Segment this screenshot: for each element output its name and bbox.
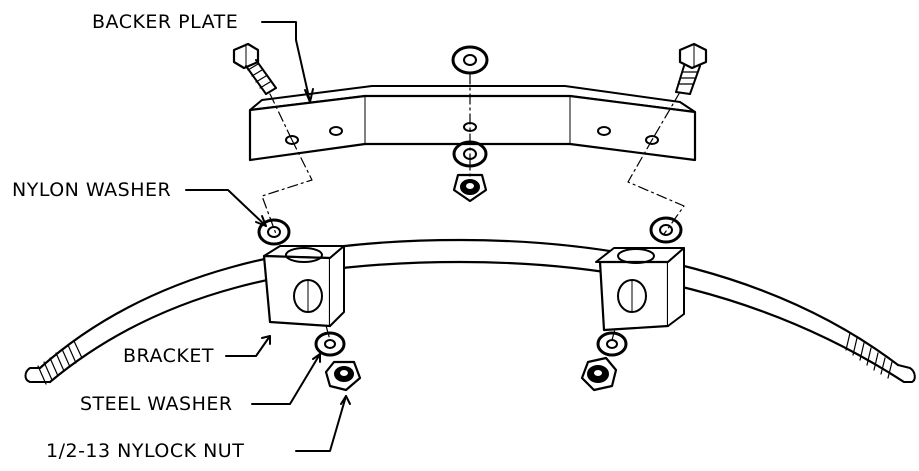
right-bolt	[675, 42, 708, 95]
curved-tube	[24, 238, 916, 385]
plate-hole	[329, 126, 343, 136]
right-steel-washer	[596, 331, 628, 357]
steel-washer-leader	[251, 353, 321, 405]
nylock-nut-arrow	[340, 395, 351, 405]
left-thread	[37, 340, 83, 385]
backer-plate-label: BACKER PLATE	[92, 11, 239, 33]
left-nylock-nut	[324, 360, 362, 392]
leader-lines	[185, 21, 351, 452]
left-steel-washer	[314, 331, 346, 357]
right-nylon-washer	[649, 216, 683, 244]
bracket-label: BRACKET	[123, 345, 214, 367]
bracket-leader	[225, 335, 271, 357]
left-bolt	[232, 42, 277, 95]
nylock-nut-label: 1/2-13 NYLOCK NUT	[46, 440, 245, 462]
nylon-washer-leader	[185, 189, 267, 227]
plate-hole	[597, 126, 611, 136]
right-thread	[845, 332, 893, 379]
bracket-arrow	[261, 335, 271, 345]
steel-washer-label: STEEL WASHER	[80, 393, 233, 415]
center-nylock-nut	[452, 173, 488, 203]
steel-washer-arrow	[312, 353, 321, 363]
nylon-washer-arrow	[255, 215, 267, 227]
nylon-washer-label: NYLON WASHER	[12, 179, 172, 201]
top-washer	[451, 45, 489, 75]
backer-plate-leader	[261, 21, 311, 103]
nylock-nut-leader	[295, 395, 347, 452]
right-bracket	[595, 247, 685, 332]
right-nylock-nut	[580, 356, 618, 392]
backer-plate-arrow	[304, 88, 314, 103]
left-nylon-washer	[257, 218, 291, 246]
backer-plate	[248, 85, 697, 162]
plate-hole	[645, 135, 659, 145]
left-bracket	[262, 245, 345, 328]
plate-hole	[285, 135, 299, 145]
